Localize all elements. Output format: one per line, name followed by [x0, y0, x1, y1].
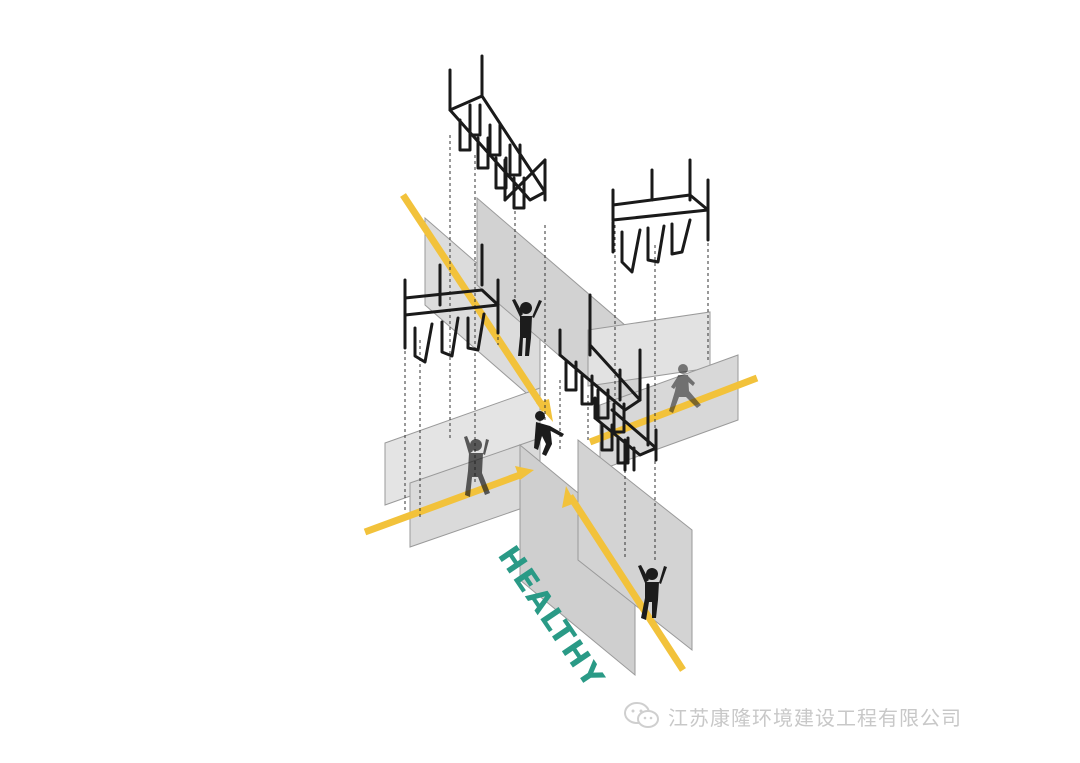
watermark-text: 江苏康隆环境建设工程有限公司 — [668, 705, 962, 730]
path-line — [567, 494, 686, 672]
climbing-frame — [558, 293, 642, 434]
climbing-frame — [593, 383, 658, 472]
arrow-group — [515, 399, 575, 508]
climbing-frame — [448, 54, 547, 210]
path-arrow — [515, 466, 534, 480]
person-silhouette — [512, 299, 542, 356]
people — [464, 299, 701, 620]
person-silhouette — [464, 436, 490, 497]
path-line — [363, 471, 522, 536]
path-arrow — [536, 399, 553, 422]
climbing-frame — [403, 243, 500, 364]
wechat-icon — [624, 702, 659, 728]
wall-group — [384, 196, 739, 677]
path-line — [400, 193, 548, 412]
wall-panel — [577, 438, 693, 652]
climbing-frames — [403, 54, 710, 472]
person-silhouette — [638, 565, 667, 620]
person-silhouette — [534, 411, 564, 456]
person-silhouette — [669, 364, 701, 413]
watermark: 江苏康隆环境建设工程有限公司 — [622, 700, 962, 732]
path-arrow — [562, 486, 575, 508]
climbing-frame — [611, 158, 710, 274]
